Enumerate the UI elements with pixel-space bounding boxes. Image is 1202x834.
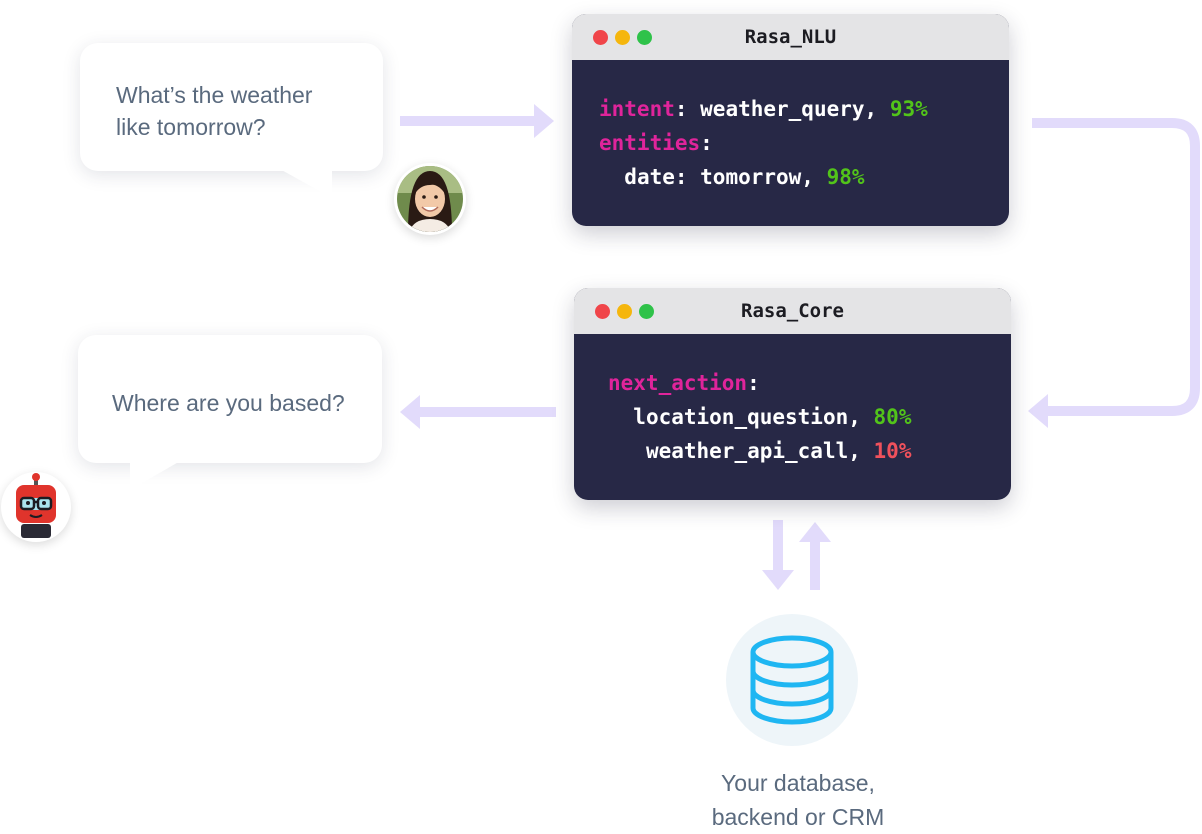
database-circle bbox=[726, 614, 858, 746]
arrow-down-to-db bbox=[762, 520, 794, 590]
maximize-dot-icon bbox=[637, 30, 652, 45]
database-caption-line-2: backend or CRM bbox=[711, 804, 885, 830]
close-dot-icon bbox=[595, 304, 610, 319]
entity-value: date: tomorrow, bbox=[624, 165, 814, 189]
arrow-to-bot bbox=[400, 395, 556, 429]
minimize-dot-icon bbox=[617, 304, 632, 319]
bot-avatar bbox=[1, 472, 71, 542]
close-dot-icon bbox=[593, 30, 608, 45]
user-message-line-1: What’s the weather bbox=[116, 82, 313, 108]
nlu-entities-line: entities: bbox=[599, 131, 713, 155]
intent-key: intent bbox=[599, 97, 675, 121]
nlu-intent-line: intent: weather_query, 93% bbox=[599, 97, 928, 121]
minimize-dot-icon bbox=[615, 30, 630, 45]
rasa-core-titlebar: Rasa_Core bbox=[574, 288, 1011, 334]
intent-confidence: 93% bbox=[889, 97, 928, 121]
bot-message-text: Where are you based? bbox=[112, 390, 345, 416]
user-message-text: What’s the weather like tomorrow? bbox=[116, 79, 366, 143]
robot-icon bbox=[16, 473, 56, 538]
action-1: location_question, bbox=[633, 405, 861, 429]
next-action-key: next_action bbox=[608, 371, 748, 395]
database-icon bbox=[750, 635, 834, 725]
user-avatar bbox=[394, 163, 466, 235]
database-caption-line-1: Your database, bbox=[721, 770, 875, 796]
user-message-line-2: like tomorrow? bbox=[116, 114, 266, 140]
rasa-core-window: Rasa_Core next_action: location_question… bbox=[574, 288, 1011, 500]
bot-bubble-tail bbox=[130, 460, 182, 490]
core-action-2-line: weather_api_call, 10% bbox=[608, 434, 912, 468]
arrow-up-from-db bbox=[799, 522, 831, 590]
arrow-nlu-to-core bbox=[1032, 118, 1200, 416]
action-2: weather_api_call, bbox=[645, 439, 861, 463]
action-2-confidence: 10% bbox=[873, 439, 912, 463]
user-bubble-tail bbox=[278, 168, 332, 198]
rasa-core-code: next_action: location_question, 80% weat… bbox=[608, 366, 911, 468]
rasa-nlu-title: Rasa_NLU bbox=[744, 26, 837, 48]
intent-value: weather_query, bbox=[700, 97, 878, 121]
rasa-nlu-titlebar: Rasa_NLU bbox=[572, 14, 1009, 60]
rasa-nlu-code: intent: weather_query, 93% entities: date… bbox=[599, 92, 928, 194]
arrow-head-to-core bbox=[1028, 394, 1048, 428]
core-action-1-line: location_question, 80% bbox=[608, 400, 911, 434]
core-next-action-line: next_action: bbox=[608, 371, 760, 395]
entity-confidence: 98% bbox=[826, 165, 865, 189]
user-portrait-icon bbox=[397, 166, 463, 232]
nlu-entity-line: date: tomorrow, 98% bbox=[599, 160, 928, 194]
arrow-to-nlu bbox=[400, 104, 554, 138]
rasa-core-title: Rasa_Core bbox=[741, 300, 844, 322]
action-1-confidence: 80% bbox=[873, 405, 912, 429]
maximize-dot-icon bbox=[639, 304, 654, 319]
rasa-nlu-window: Rasa_NLU intent: weather_query, 93% entit… bbox=[572, 14, 1009, 226]
entities-key: entities bbox=[599, 131, 701, 155]
bot-message-bubble bbox=[78, 335, 382, 463]
user-message-bubble bbox=[80, 43, 383, 171]
database-caption: Your database, backend or CRM bbox=[660, 766, 936, 834]
